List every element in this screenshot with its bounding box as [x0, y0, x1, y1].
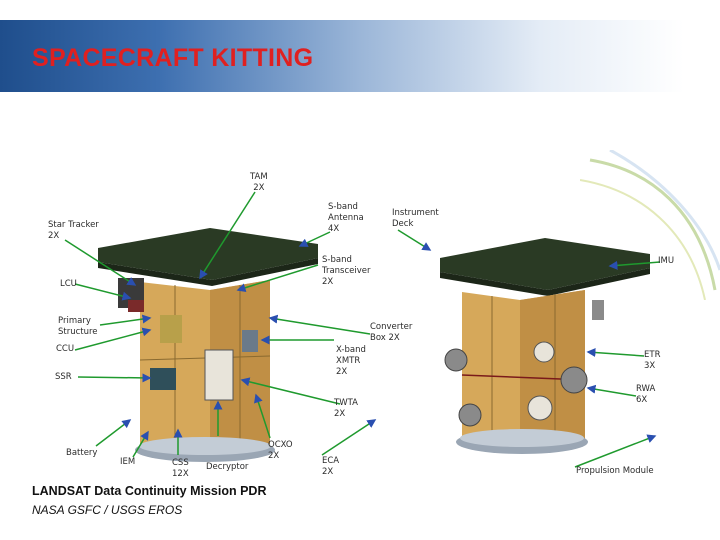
- header-band: [0, 20, 720, 92]
- label-ccu: CCU: [56, 344, 75, 354]
- page-title: SPACECRAFT KITTING: [32, 44, 314, 72]
- right-etr-disc: [533, 341, 555, 363]
- footer-mission-title: LANDSAT Data Continuity Mission PDR: [32, 484, 267, 498]
- left-spacecraft: [98, 228, 318, 462]
- label-iem: IEM: [120, 457, 136, 467]
- label-decryptor: Decryptor: [206, 462, 249, 472]
- left-ssr-box: [150, 368, 176, 390]
- leader-lines: [64, 191, 661, 468]
- right-rwa-wheel: [560, 366, 588, 394]
- right-spacecraft: [440, 238, 650, 454]
- label-ssr: SSR: [55, 372, 72, 382]
- corner-decoration: [580, 150, 720, 300]
- label-imu: IMU: [658, 256, 675, 266]
- label-battery: Battery: [66, 448, 98, 458]
- right-instrument-deck: [440, 238, 650, 290]
- footer-organizations: NASA GSFC / USGS EROS: [32, 503, 183, 517]
- label-propulsion-module: Propulsion Module: [576, 466, 654, 476]
- label-lcu: LCU: [60, 279, 77, 289]
- left-instrument-deck: [98, 228, 318, 280]
